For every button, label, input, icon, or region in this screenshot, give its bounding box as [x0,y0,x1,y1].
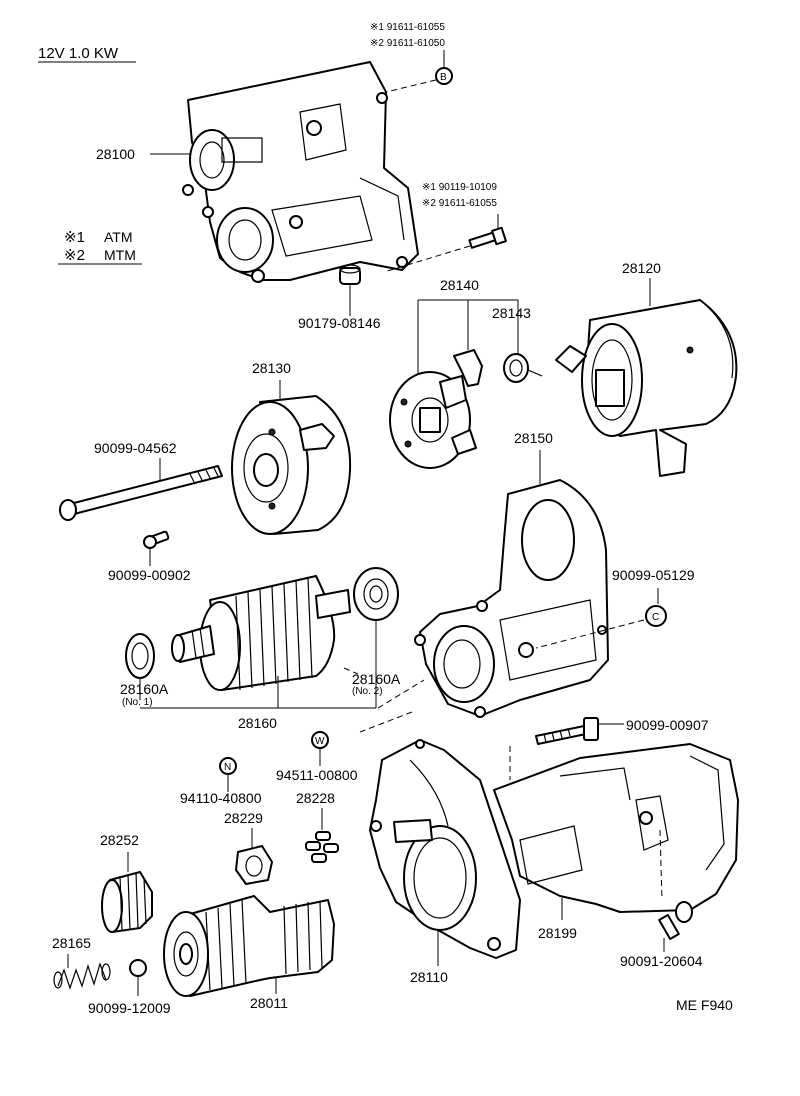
label-91611-61055-mtm: ※2 91611-61055 [422,198,497,209]
spring-drawing [53,962,111,990]
label-90119-10109-atm: ※1 90119-10109 [422,182,497,193]
label-28228: 28228 [296,790,335,806]
bracket-28160 [140,676,376,709]
legend-mtm-mark: ※2 [64,247,85,264]
legend: ※1 ATM ※2 MTM [58,229,142,265]
bracket-28140 [417,299,519,376]
label-94110-40800: 94110-40800 [180,790,262,806]
through-bolt-drawing [59,465,223,521]
brush-spring-drawing [503,353,543,383]
legend-atm-label: ATM [104,229,133,245]
dash-frame-to-parts [359,711,413,733]
label-90179-08146: 90179-08146 [298,315,381,331]
screw-drawing-90091 [658,901,693,941]
label-28150: 28150 [514,430,553,446]
label-90099-12009: 90099-12009 [88,1000,171,1016]
bearing-no2-drawing [353,567,399,621]
label-28229: 28229 [224,810,263,826]
starter-frame-drawing [414,479,609,718]
label-28120: 28120 [622,260,661,276]
label-90099-04562: 90099-04562 [94,440,177,456]
dash-bolt-housing [383,245,471,273]
note-28160a-no2: (No. 2) [352,686,383,697]
rollers-drawing [305,831,339,863]
label-28160a-no1: 28160A [120,681,169,697]
bolt-drawing-90099-00907 [535,717,599,745]
note-28160a-no1: (No. 1) [122,697,153,708]
bearing-no1-drawing [125,633,155,679]
label-94511-00800: 94511-00800 [276,767,358,783]
label-91611-61055-atm: ※1 91611-61055 [370,22,445,33]
label-28130: 28130 [252,360,291,376]
armature-drawing [171,575,351,691]
label-90099-00902: 90099-00902 [108,567,191,583]
bolt-drawing-housing [468,226,507,249]
label-90099-05129: 90099-05129 [612,567,695,583]
dash-cover-screw [659,829,663,901]
pinion-gear-drawing [101,871,153,933]
dash-c [535,619,645,649]
label-91611-61050-mtm: ※2 91611-61050 [370,38,445,49]
retainer-drawing [235,845,273,885]
label-28011: 28011 [250,995,288,1011]
screw-drawing-90099-00902 [143,530,170,549]
label-90099-00907: 90099-00907 [626,717,709,733]
voltage-spec: 12V 1.0 KW [38,45,119,62]
badge-b-letter: B [440,72,447,83]
figure-code: ME F940 [676,997,733,1013]
badge-c-circle [645,605,667,627]
magnetic-switch-housing-drawing [182,61,419,283]
label-28165: 28165 [52,935,91,951]
dash-armature-frame [377,679,425,709]
label-28143: 28143 [492,305,531,321]
label-28160a-no2: 28160A [352,671,401,687]
drive-housing-drawing [369,739,521,959]
end-frame-drawing [231,395,352,535]
badge-c-letter: C [652,612,659,623]
label-28199: 28199 [538,925,577,941]
label-28252: 28252 [100,832,139,848]
legend-atm-mark: ※1 [64,229,85,246]
label-28100: 28100 [96,146,135,162]
brush-holder-drawing [389,349,483,469]
dash-28160a-no2 [343,667,359,675]
field-frame-drawing [555,299,738,477]
clutch-assembly-drawing [163,895,335,997]
ball-drawing [129,959,147,977]
legend-mtm-label: MTM [104,247,136,263]
label-28140: 28140 [440,277,479,293]
dash-b [385,79,437,93]
cover-drawing [493,743,739,913]
badge-w-letter: W [315,736,325,747]
nut-drawing-90179 [339,264,361,285]
label-28110: 28110 [410,969,448,985]
label-90091-20604: 90091-20604 [620,953,703,969]
badge-b-circle [435,67,453,85]
badge-n-letter: N [224,762,231,773]
label-28160: 28160 [238,715,277,731]
